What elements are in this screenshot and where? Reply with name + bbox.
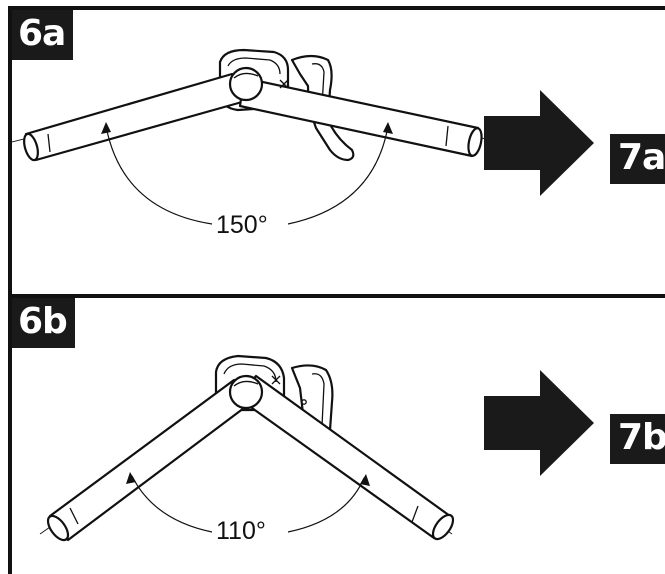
arc-arrowhead-left bbox=[101, 122, 111, 134]
step-panel-6b: 6b bbox=[8, 294, 665, 574]
angle-label-150: 150° bbox=[214, 211, 270, 239]
right-tube-b bbox=[236, 374, 455, 541]
left-tube bbox=[23, 72, 244, 162]
next-step-label-7b: 7b bbox=[610, 414, 665, 464]
handlebar-diagram-150 bbox=[12, 48, 594, 225]
arc-arrowhead-left-b bbox=[126, 472, 136, 484]
handlebar-diagram-110 bbox=[39, 354, 594, 542]
angle-arc-right-b bbox=[287, 477, 365, 533]
angle-label-110: 110° bbox=[214, 517, 268, 545]
right-tube bbox=[238, 76, 483, 158]
arc-arrowhead-right bbox=[383, 122, 393, 134]
angle-arc-left-b bbox=[131, 475, 213, 533]
next-step-arrow-b bbox=[484, 370, 594, 476]
angle-arc-left bbox=[105, 125, 213, 225]
step-panel-6a: 6a bbox=[8, 6, 665, 298]
next-step-label-7a: 7a bbox=[610, 134, 665, 184]
step-label-6a: 6a bbox=[12, 10, 74, 60]
next-step-arrow-a bbox=[484, 90, 594, 196]
arc-arrowhead-right-b bbox=[360, 474, 370, 486]
angle-arc-right bbox=[287, 125, 389, 225]
step-label-6b: 6b bbox=[12, 298, 75, 348]
